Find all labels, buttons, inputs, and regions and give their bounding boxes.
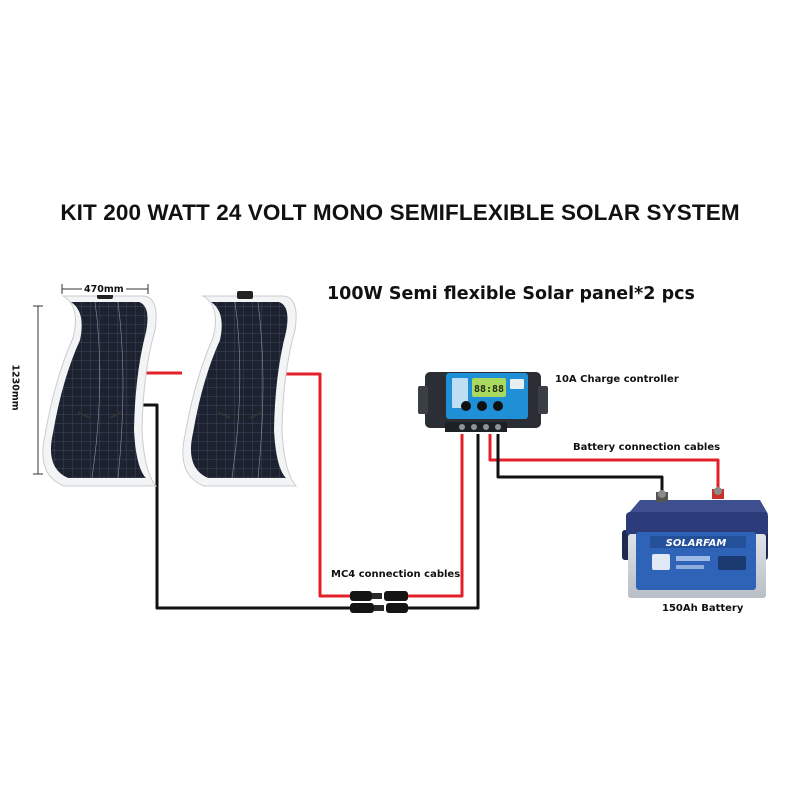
controller-label: 10A Charge controller xyxy=(555,374,679,385)
panel-subtitle: 100W Semi flexible Solar panel*2 pcs xyxy=(327,284,695,304)
battery-label: 150Ah Battery xyxy=(662,603,744,614)
controller-lcd xyxy=(472,378,506,397)
battery: SOLARFAM xyxy=(622,487,768,598)
mc4-cables-label: MC4 connection cables xyxy=(331,569,461,580)
battery-negative-terminal xyxy=(656,490,668,502)
dimension-height xyxy=(33,305,43,475)
controller-pv-positive-wire xyxy=(406,434,464,598)
height-dimension-label: 1230mm xyxy=(9,362,21,413)
mc4-connectors xyxy=(350,591,408,613)
battery-negative-wire xyxy=(496,434,664,493)
battery-positive-wire xyxy=(488,434,720,490)
width-dimension-label: 470mm xyxy=(82,284,126,295)
solar-panel-1 xyxy=(42,291,158,487)
pv-negative-wire xyxy=(137,403,352,610)
solar-panel-2 xyxy=(182,291,298,487)
controller-button-1 xyxy=(461,401,471,411)
battery-brand-text: SOLARFAM xyxy=(666,538,727,549)
wires xyxy=(137,371,720,610)
controller-button-2 xyxy=(477,401,487,411)
charge-controller: 88:88 xyxy=(418,372,548,432)
controller-pv-negative-wire xyxy=(406,434,480,610)
controller-button-3 xyxy=(493,401,503,411)
battery-positive-terminal xyxy=(712,487,724,499)
pv-positive-wire xyxy=(274,372,352,598)
battery-cables-label: Battery connection cables xyxy=(573,442,721,453)
controller-display-text: 88:88 xyxy=(474,384,504,395)
page-title: KIT 200 WATT 24 VOLT MONO SEMIFLEXIBLE S… xyxy=(60,200,740,225)
